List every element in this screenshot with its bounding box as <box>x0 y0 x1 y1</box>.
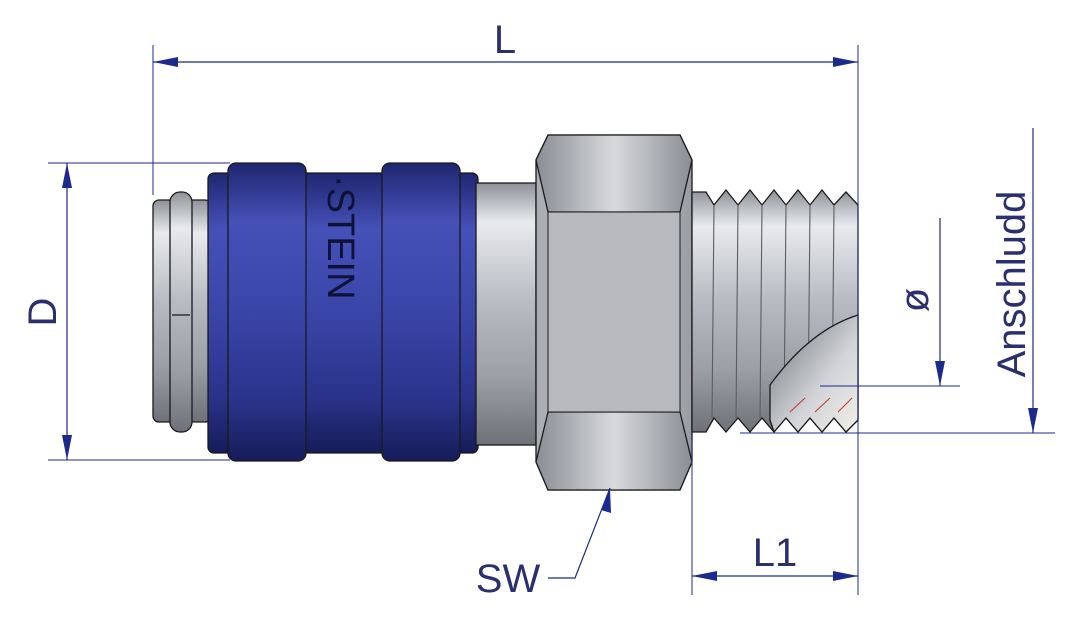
dimension-connection: Anschludd <box>740 128 1055 434</box>
hex-upper-face <box>535 134 693 213</box>
dimension-bore: ø <box>820 218 960 387</box>
dimension-sw: SW <box>476 487 611 601</box>
sleeve-band-right <box>381 162 461 462</box>
label-bore: ø <box>893 288 937 312</box>
nose-ring <box>169 191 193 433</box>
bore-cutaway <box>769 314 859 434</box>
dimension-l1: L1 <box>691 440 858 595</box>
label-connection: Anschludd <box>990 191 1034 378</box>
dimension-l: L <box>152 18 859 595</box>
label-l: L <box>494 18 516 62</box>
label-d: D <box>21 298 65 327</box>
neck <box>475 182 537 446</box>
dimension-d: D <box>21 162 230 461</box>
coupling-body: ·STEIN <box>152 134 859 491</box>
section-hatch <box>789 397 853 413</box>
sleeve-band-left <box>227 162 307 462</box>
hex-middle-face <box>547 211 681 413</box>
label-sw: SW <box>476 557 541 601</box>
hex-lower-face <box>535 411 693 491</box>
brand-label: ·STEIN <box>319 175 361 300</box>
label-l1: L1 <box>753 531 798 575</box>
